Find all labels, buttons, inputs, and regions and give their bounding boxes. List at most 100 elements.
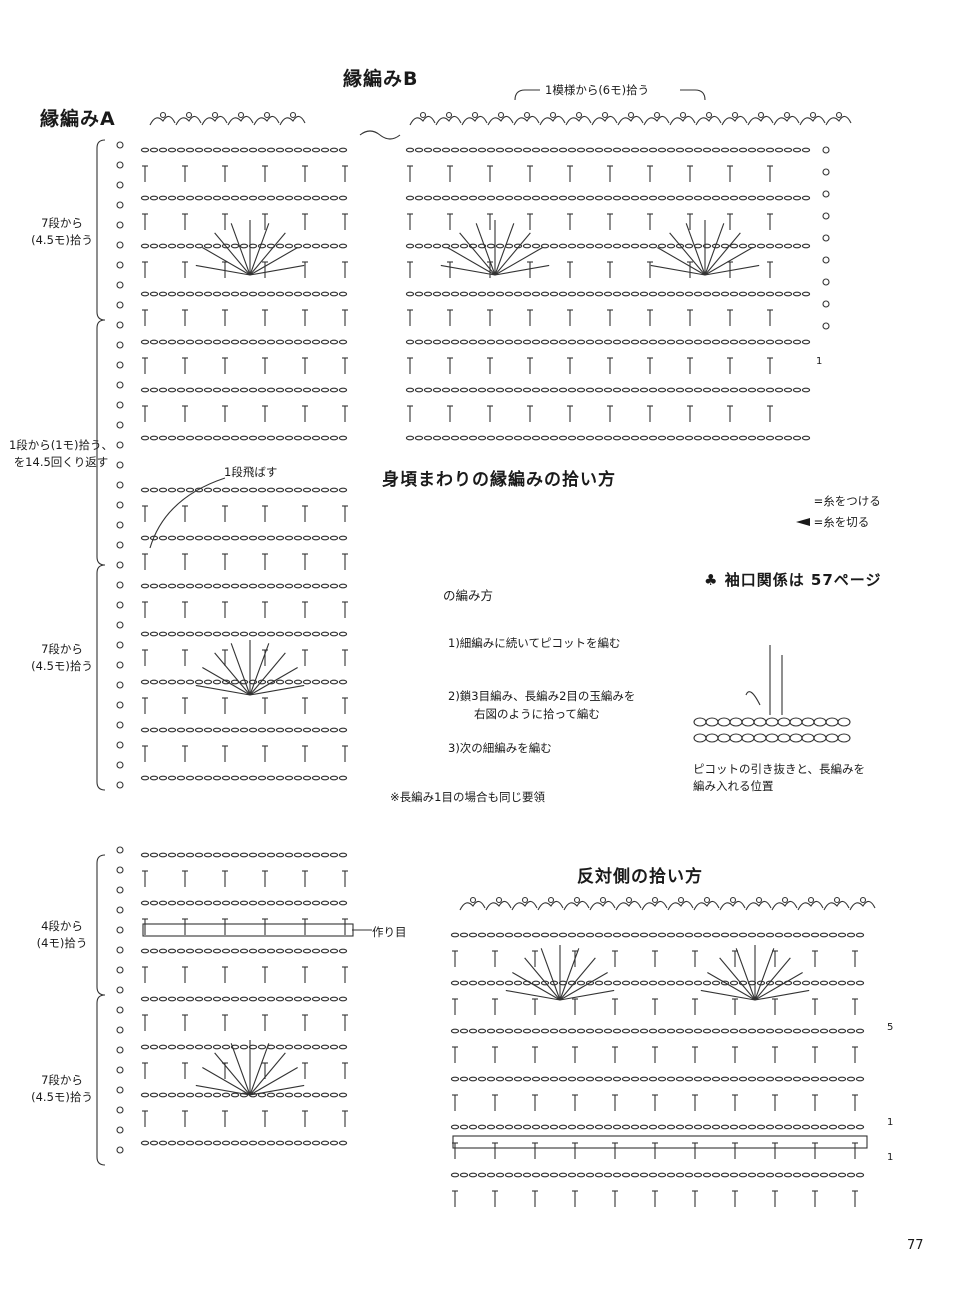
fan-stitch — [494, 247, 543, 276]
chain-stitch — [302, 387, 312, 393]
chain-stitch — [531, 291, 541, 297]
picot-loop — [185, 111, 193, 119]
chain-stitch — [738, 1124, 748, 1130]
chain-stitch — [675, 243, 685, 249]
chain-stitch — [158, 535, 168, 541]
chain-stitch — [239, 147, 249, 153]
chain-stitch — [167, 435, 177, 441]
chain-stitch — [167, 387, 177, 393]
chain-stitch — [522, 1172, 532, 1178]
chain-stitch — [468, 932, 478, 938]
chain-stitch — [293, 1092, 303, 1098]
chain-stitch — [747, 195, 757, 201]
chain-stitch — [738, 980, 748, 986]
chain-stitch — [855, 1028, 865, 1034]
chain-stitch — [185, 775, 195, 781]
chain-stitch — [756, 932, 766, 938]
chain-stitch — [230, 900, 240, 906]
chain-stitch — [639, 1172, 649, 1178]
chain-stitch — [203, 535, 213, 541]
chain-stitch — [338, 195, 348, 201]
side-stitch — [116, 986, 124, 994]
chain-stitch — [468, 195, 478, 201]
chain-stitch — [338, 948, 348, 954]
chain-stitch — [320, 243, 330, 249]
chain-stitch — [248, 679, 258, 685]
chain-stitch — [212, 1140, 222, 1146]
picot-loop — [521, 896, 529, 904]
chain-stitch — [486, 1076, 496, 1082]
chain-stitch — [585, 1172, 595, 1178]
chain-stitch — [311, 948, 321, 954]
chain-stitch — [275, 679, 285, 685]
chain-stitch — [167, 535, 177, 541]
chain-stitch — [167, 583, 177, 589]
picot-shell — [539, 115, 566, 126]
chain-stitch — [855, 1076, 865, 1082]
chain-stitch — [684, 1124, 694, 1130]
chain-stitch — [221, 775, 231, 781]
chain-stitch — [293, 147, 303, 153]
chain-stitch — [684, 1076, 694, 1082]
chain-stitch — [495, 435, 505, 441]
chain-stitch — [792, 932, 802, 938]
chain-stitch — [203, 195, 213, 201]
chain-stitch — [801, 1028, 811, 1034]
chain-stitch — [477, 339, 487, 345]
chain-stitch — [257, 535, 267, 541]
picot-shell — [279, 115, 306, 126]
chain-stitch — [248, 1140, 258, 1146]
chain-stitch — [293, 900, 303, 906]
chain-stitch — [329, 900, 339, 906]
chain-stitch — [329, 1092, 339, 1098]
chain-stitch — [666, 980, 676, 986]
picot-shell — [797, 900, 824, 911]
picot-shell — [511, 900, 538, 911]
chain-stitch — [603, 1076, 613, 1082]
chain-stitch — [266, 679, 276, 685]
fan-stitch — [230, 1043, 251, 1096]
chain-stitch — [594, 932, 604, 938]
chain-stitch — [576, 1076, 586, 1082]
chain-stitch — [783, 1028, 793, 1034]
chain-stitch — [221, 435, 231, 441]
chain-stitch — [230, 996, 240, 1002]
chain-stitch — [765, 1172, 775, 1178]
chain-stitch — [585, 195, 595, 201]
chain-stitch — [239, 679, 249, 685]
chain-stitch — [257, 487, 267, 493]
chain-stitch — [513, 387, 523, 393]
chain-stitch — [212, 775, 222, 781]
chain-stitch — [468, 980, 478, 986]
picot-shell — [695, 115, 722, 126]
chain-stitch — [711, 1076, 721, 1082]
chain-stitch — [711, 980, 721, 986]
chain-stitch — [666, 932, 676, 938]
chain-stitch — [275, 775, 285, 781]
chain-stitch — [266, 435, 276, 441]
chain-stitch — [801, 980, 811, 986]
chain-stitch — [266, 996, 276, 1002]
chain-stitch — [158, 435, 168, 441]
fan-stitch — [249, 684, 305, 696]
chain-stitch — [513, 147, 523, 153]
chain-stitch — [302, 291, 312, 297]
chain-stitch — [257, 387, 267, 393]
chain-stitch — [774, 1124, 784, 1130]
chain-stitch — [639, 1124, 649, 1130]
chain-stitch — [711, 387, 721, 393]
fan-stitch — [704, 247, 753, 276]
chain-stitch — [293, 583, 303, 589]
chain-stitch — [675, 435, 685, 441]
chain-stitch — [774, 1076, 784, 1082]
chain-stitch — [693, 932, 703, 938]
chain-stitch — [149, 387, 159, 393]
chain-stitch — [621, 435, 631, 441]
chain-stitch — [221, 900, 231, 906]
chain-stitch — [738, 339, 748, 345]
chain-stitch — [846, 980, 856, 986]
chain-stitch — [311, 535, 321, 541]
chain-stitch — [765, 1076, 775, 1082]
side-stitch — [116, 281, 124, 289]
picot-shell — [591, 115, 618, 126]
